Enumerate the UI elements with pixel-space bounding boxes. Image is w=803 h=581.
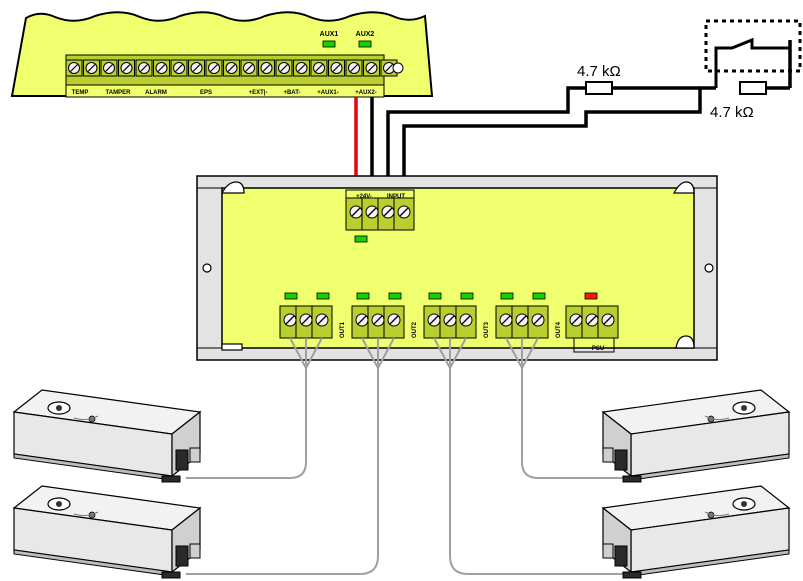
panel-terminal-block xyxy=(65,54,398,98)
panel-terminal-screw xyxy=(205,59,223,77)
resistor-1: 4.7 kΩ xyxy=(577,63,621,95)
panel-terminal-screw xyxy=(187,59,206,77)
output-led xyxy=(428,292,442,300)
aux2-led xyxy=(358,40,372,48)
output-label: OUT4 xyxy=(556,321,562,338)
module-clips xyxy=(220,181,695,351)
panel-terminal-label: +BAT- xyxy=(283,90,300,96)
panel-terminal-label: EPS xyxy=(200,90,212,96)
panel-mount-hole xyxy=(392,62,404,74)
sensor-3 xyxy=(601,389,791,483)
panel-terminal-screw xyxy=(310,59,328,77)
output-led xyxy=(316,292,330,300)
panel-terminal-screw xyxy=(135,59,153,77)
panel-terminal-label: +AUX2- xyxy=(355,90,377,96)
sensor-1 xyxy=(12,389,202,483)
sensor-4 xyxy=(601,485,791,579)
input-wire-2 xyxy=(402,86,716,188)
output-led xyxy=(284,292,298,300)
module-mount-hole-left xyxy=(202,263,212,273)
panel-terminal-screw xyxy=(345,59,363,77)
sensors xyxy=(12,389,791,579)
panel-terminal-label: TAMPER xyxy=(106,90,132,96)
aux1-led xyxy=(322,40,336,48)
panel-terminal-screw xyxy=(275,59,293,77)
sensor-cable xyxy=(521,380,640,479)
output-3-group: OUT3 xyxy=(423,292,490,339)
output-led xyxy=(532,292,546,300)
module-mount-hole-right xyxy=(704,263,714,273)
aux2-led-group: AUX2 xyxy=(356,31,375,48)
input-wire-1 xyxy=(386,86,586,188)
output-label: OUT1 xyxy=(340,321,346,338)
output-screw xyxy=(455,305,477,339)
output-label: OUT3 xyxy=(484,321,490,338)
output-screw xyxy=(527,305,549,339)
psu-led xyxy=(584,292,598,300)
panel-terminal-label: +AUX1- xyxy=(317,90,339,96)
panel-terminal-label: ALARM xyxy=(145,90,167,96)
output-1-group: OUT1 xyxy=(279,292,346,339)
sensor-cable xyxy=(186,380,307,479)
tamper-contact xyxy=(704,19,802,88)
panel-terminal-screw xyxy=(65,59,83,77)
panel-terminal-screw xyxy=(362,59,381,77)
panel-terminal-screw xyxy=(292,59,311,77)
psu-terminal-group: PSU xyxy=(565,292,619,353)
panel-terminal-screw xyxy=(117,59,136,77)
alarm-control-panel: TEMP TAMPER ALARM EPS +EXT|- +BAT- +AUX1- +AUX2… xyxy=(10,11,434,98)
panel-terminal-screw xyxy=(100,59,118,77)
output-screw xyxy=(383,305,405,339)
input-led xyxy=(354,235,368,243)
resistor-2-value: 4.7 kΩ xyxy=(710,104,754,121)
power-input-label: +24V- xyxy=(356,194,372,200)
output-led xyxy=(500,292,514,300)
sensor-2 xyxy=(12,485,202,579)
resistor-1-value: 4.7 kΩ xyxy=(577,63,621,80)
output-led xyxy=(356,292,370,300)
output-led xyxy=(460,292,474,300)
panel-terminal-label: +EXT|- xyxy=(249,90,268,96)
aux2-label: AUX2 xyxy=(356,31,375,38)
aux1-label: AUX1 xyxy=(320,31,339,38)
resistor-2: 4.7 kΩ xyxy=(710,81,767,121)
panel-terminal-labels: TEMP TAMPER ALARM EPS +EXT|- +BAT- +AUX1- +AUX2… xyxy=(72,90,377,96)
panel-terminal-label: TEMP xyxy=(72,90,89,96)
sensor-cable xyxy=(186,380,379,575)
panel-terminal-screw xyxy=(82,59,101,77)
signal-input-label: INPUT xyxy=(387,194,405,200)
output-module: +24V- INPUT OUT1 OUT2 OUT3 OUT4 PSU xyxy=(196,175,718,361)
output-4-group: OUT4 xyxy=(495,292,562,339)
output-label: OUT2 xyxy=(412,321,418,338)
aux1-led-group: AUX1 xyxy=(320,31,339,48)
sensor-cable xyxy=(449,380,640,575)
panel-terminal-screw xyxy=(170,59,188,77)
panel-terminal-screw xyxy=(257,59,276,77)
output-screw xyxy=(311,305,333,339)
panel-terminal-screw xyxy=(240,59,258,77)
psu-label: PSU xyxy=(592,346,604,352)
panel-terminal-screw xyxy=(222,59,241,77)
panel-terminal-screw xyxy=(327,59,346,77)
panel-terminal-screw xyxy=(152,59,171,77)
input-terminal-block: +24V- INPUT xyxy=(345,189,415,243)
output-2-group: OUT2 xyxy=(351,292,418,339)
output-led xyxy=(388,292,402,300)
sensor-cables xyxy=(186,337,640,575)
